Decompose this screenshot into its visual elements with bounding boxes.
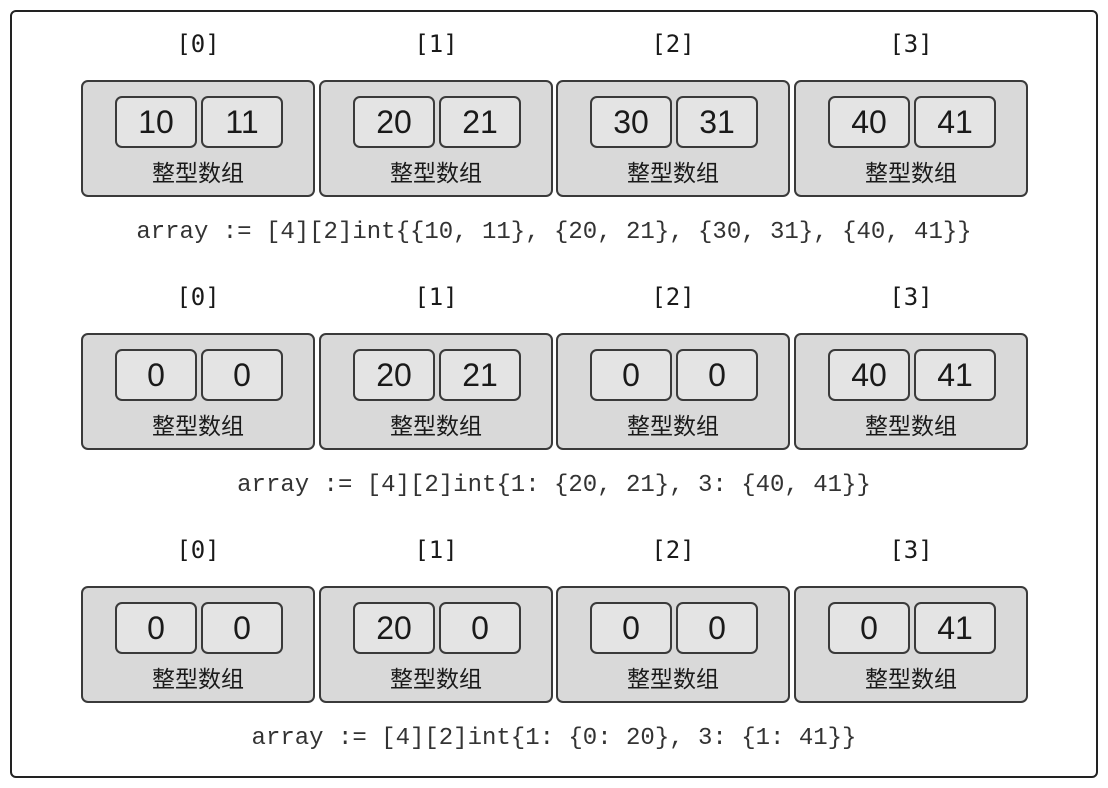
index-label: [0] xyxy=(176,536,220,564)
element-cell: 40 xyxy=(828,349,910,401)
array-section-index-init: [0] [1] [2] [3] 0 0 整型数组 20 21 整型数组 0 0 … xyxy=(0,253,1108,503)
element-cell: 40 xyxy=(828,96,910,148)
type-label: 整型数组 xyxy=(627,161,719,187)
element-cell: 0 xyxy=(115,602,197,654)
type-label: 整型数组 xyxy=(627,414,719,440)
type-label: 整型数组 xyxy=(390,414,482,440)
inner-array-box: 30 31 整型数组 xyxy=(556,80,790,197)
inner-array-box: 0 0 整型数组 xyxy=(81,333,315,450)
element-cell: 41 xyxy=(914,602,996,654)
code-declaration: array := [4][2]int{{10, 11}, {20, 21}, {… xyxy=(136,219,972,246)
element-cell: 31 xyxy=(676,96,758,148)
inner-array-box: 40 41 整型数组 xyxy=(794,80,1028,197)
element-cell: 0 xyxy=(828,602,910,654)
element-cell: 0 xyxy=(115,349,197,401)
array-section-nested-index-init: [0] [1] [2] [3] 0 0 整型数组 20 0 整型数组 0 0 整… xyxy=(0,506,1108,756)
element-cell: 0 xyxy=(201,349,283,401)
inner-array-box: 0 0 整型数组 xyxy=(556,586,790,703)
element-cell: 0 xyxy=(676,602,758,654)
inner-array-box: 40 41 整型数组 xyxy=(794,333,1028,450)
inner-array-box: 20 21 整型数组 xyxy=(319,80,553,197)
type-label: 整型数组 xyxy=(627,667,719,693)
inner-array-box: 20 21 整型数组 xyxy=(319,333,553,450)
element-cell: 41 xyxy=(914,349,996,401)
element-cell: 20 xyxy=(353,349,435,401)
type-label: 整型数组 xyxy=(865,161,957,187)
type-label: 整型数组 xyxy=(865,414,957,440)
inner-array-box: 0 41 整型数组 xyxy=(794,586,1028,703)
inner-array-box: 0 0 整型数组 xyxy=(556,333,790,450)
index-label: [3] xyxy=(889,283,933,311)
index-label: [3] xyxy=(889,536,933,564)
element-cell: 21 xyxy=(439,349,521,401)
inner-array-box: 10 11 整型数组 xyxy=(81,80,315,197)
type-label: 整型数组 xyxy=(152,667,244,693)
element-cell: 41 xyxy=(914,96,996,148)
element-cell: 11 xyxy=(201,96,283,148)
element-cell: 0 xyxy=(590,349,672,401)
index-label: [3] xyxy=(889,30,933,58)
element-cell: 21 xyxy=(439,96,521,148)
element-cell: 20 xyxy=(353,96,435,148)
element-cell: 0 xyxy=(676,349,758,401)
element-cell: 0 xyxy=(439,602,521,654)
index-label: [1] xyxy=(414,30,458,58)
element-cell: 10 xyxy=(115,96,197,148)
index-label: [2] xyxy=(651,536,695,564)
inner-array-box: 20 0 整型数组 xyxy=(319,586,553,703)
index-label: [0] xyxy=(176,283,220,311)
code-declaration: array := [4][2]int{1: {20, 21}, 3: {40, … xyxy=(237,472,871,499)
index-label: [2] xyxy=(651,30,695,58)
array-section-full-init: [0] [1] [2] [3] 10 11 整型数组 20 21 整型数组 30… xyxy=(0,0,1108,250)
code-declaration: array := [4][2]int{1: {0: 20}, 3: {1: 41… xyxy=(251,725,857,752)
index-label: [2] xyxy=(651,283,695,311)
type-label: 整型数组 xyxy=(865,667,957,693)
element-cell: 0 xyxy=(201,602,283,654)
type-label: 整型数组 xyxy=(390,161,482,187)
index-label: [0] xyxy=(176,30,220,58)
element-cell: 20 xyxy=(353,602,435,654)
type-label: 整型数组 xyxy=(152,161,244,187)
type-label: 整型数组 xyxy=(390,667,482,693)
index-label: [1] xyxy=(414,536,458,564)
type-label: 整型数组 xyxy=(152,414,244,440)
element-cell: 0 xyxy=(590,602,672,654)
element-cell: 30 xyxy=(590,96,672,148)
index-label: [1] xyxy=(414,283,458,311)
inner-array-box: 0 0 整型数组 xyxy=(81,586,315,703)
